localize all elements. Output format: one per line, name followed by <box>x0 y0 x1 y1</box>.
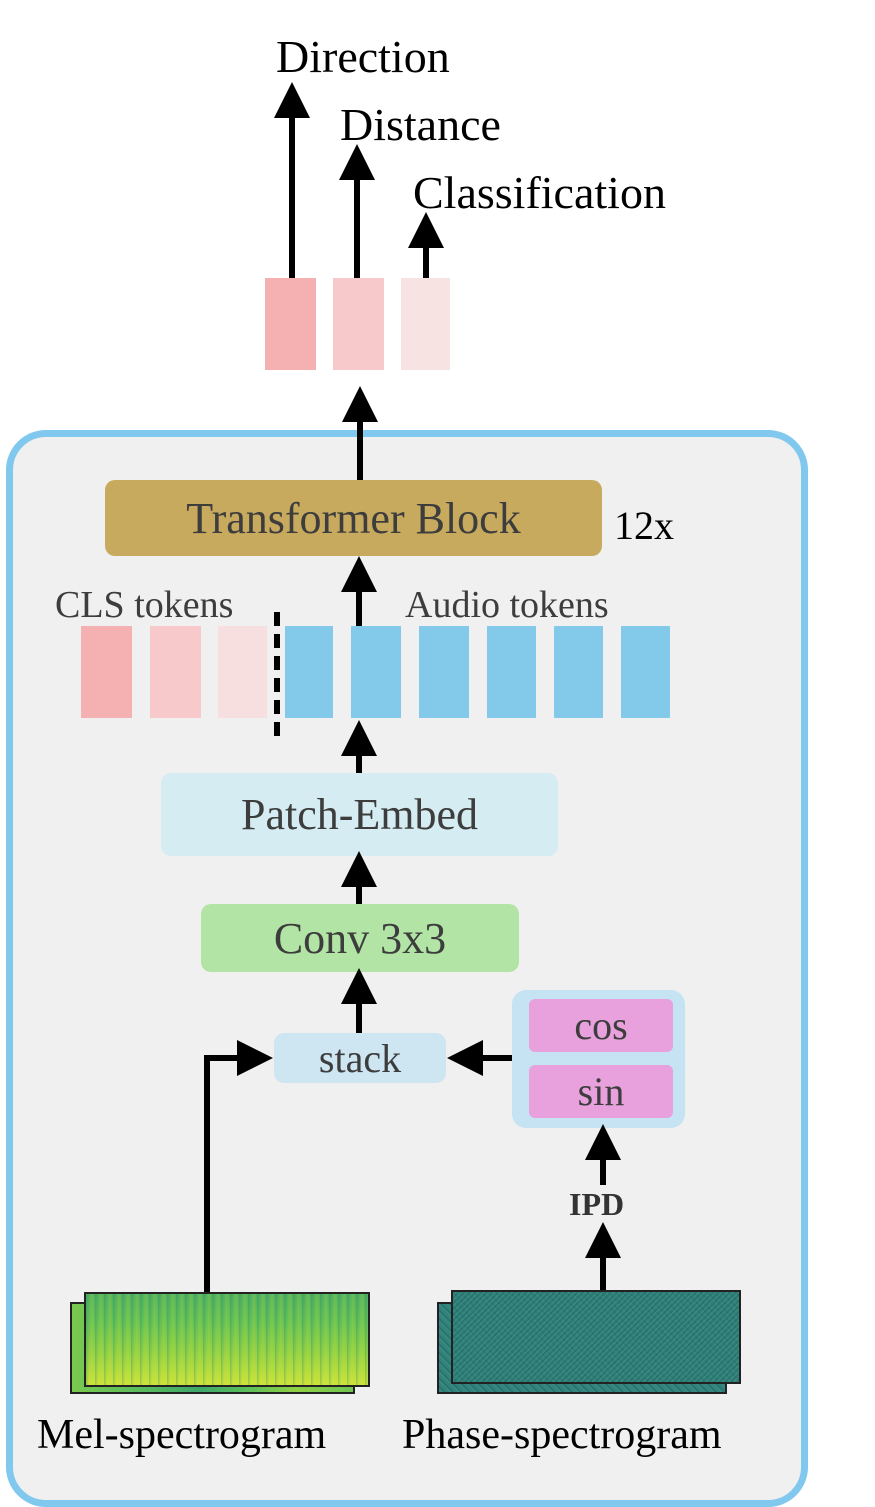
sin-block: sin <box>529 1065 673 1118</box>
audio-token <box>351 626 401 718</box>
cls-token <box>150 626 201 718</box>
cls-tokens-label: CLS tokens <box>55 584 234 626</box>
mel-spectrogram-image <box>84 1292 370 1387</box>
audio-tokens-label: Audio tokens <box>405 584 609 626</box>
stack-block: stack <box>274 1033 446 1083</box>
conv-label: Conv 3x3 <box>273 913 447 963</box>
output-classification-label: Classification <box>413 167 666 218</box>
transformer-block: Transformer Block <box>105 480 602 556</box>
output-token-direction <box>265 278 316 370</box>
cos-block: cos <box>529 999 673 1052</box>
audio-token <box>487 626 536 718</box>
conv-block: Conv 3x3 <box>201 904 519 972</box>
audio-token <box>621 626 670 718</box>
cls-token <box>218 626 267 718</box>
sin-label: sin <box>577 1069 625 1114</box>
cls-token <box>81 626 132 718</box>
output-token-classification <box>401 278 450 370</box>
cos-label: cos <box>574 1003 628 1048</box>
patch-embed-label: Patch-Embed <box>240 790 479 839</box>
audio-token <box>285 626 333 718</box>
output-direction-label: Direction <box>276 31 450 82</box>
phase-spectrogram-image <box>451 1290 741 1384</box>
audio-token <box>554 626 603 718</box>
arrow-mel-to-stack <box>204 1040 273 1292</box>
transformer-repeat-label: 12x <box>614 503 674 548</box>
output-token-distance <box>333 278 384 370</box>
audio-token <box>419 626 469 718</box>
transformer-block-label: Transformer Block <box>186 493 521 543</box>
mel-spectrogram-label: Mel-spectrogram <box>37 1412 327 1458</box>
output-distance-label: Distance <box>340 99 501 150</box>
stack-label: stack <box>318 1035 402 1081</box>
patch-embed-block: Patch-Embed <box>161 773 558 856</box>
ipd-label: IPD <box>569 1186 625 1222</box>
phase-spectrogram-label: Phase-spectrogram <box>402 1412 722 1458</box>
